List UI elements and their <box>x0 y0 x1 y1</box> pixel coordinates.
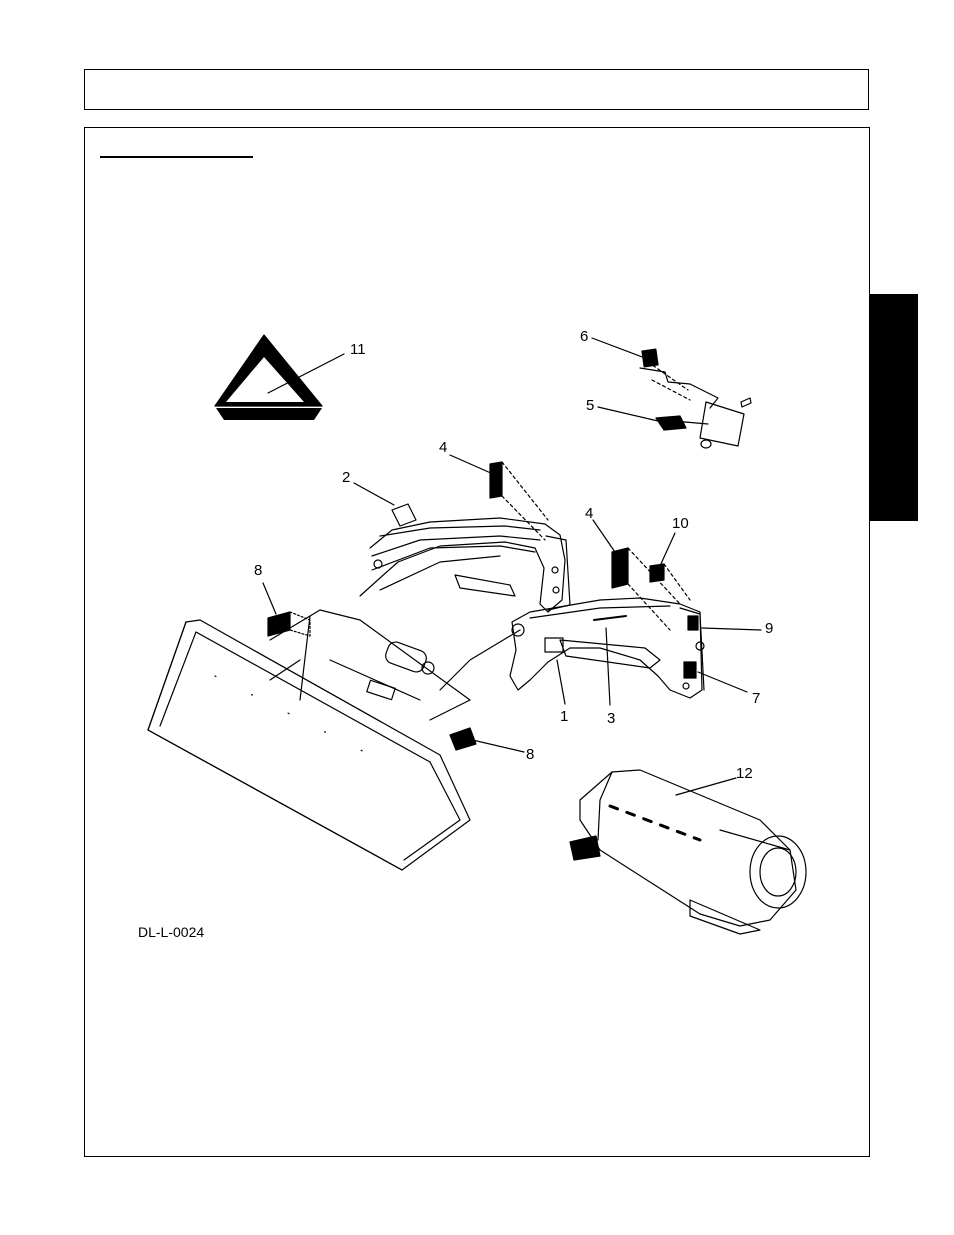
page-header-box <box>84 69 869 110</box>
leader-5 <box>598 407 658 421</box>
leader-4-right <box>593 520 617 555</box>
callout-11: 11 <box>350 342 366 357</box>
callout-8-left: 8 <box>254 563 262 578</box>
loader-bucket <box>148 620 470 870</box>
callout-4-right: 4 <box>585 506 593 521</box>
leader-6 <box>592 338 645 358</box>
leader-7 <box>698 672 747 692</box>
section-side-tab <box>869 294 918 521</box>
callout-5: 5 <box>586 398 594 413</box>
decal-location-figure: 11 6 5 4 2 4 10 8 9 7 1 3 8 12 <box>100 320 860 940</box>
figure-id: DL-L-0024 <box>138 924 204 940</box>
callout-12: 12 <box>736 766 753 781</box>
leader-8-left <box>263 583 276 614</box>
decal-5-icon <box>656 416 686 430</box>
decal-7-icon <box>684 662 696 678</box>
manual-canister-icon <box>570 770 806 934</box>
mount-bracket-icon <box>640 362 751 448</box>
callout-3: 3 <box>607 711 615 726</box>
leader-1 <box>557 660 565 704</box>
callout-4-left: 4 <box>439 440 447 455</box>
callout-10: 10 <box>672 516 689 531</box>
callout-1: 1 <box>560 709 568 724</box>
leader-4-left <box>450 455 493 474</box>
decal-8-right-icon <box>450 728 476 750</box>
smv-emblem-icon <box>215 335 322 420</box>
callout-9: 9 <box>765 621 773 636</box>
leader-10 <box>660 533 675 566</box>
decal-2-icon <box>392 504 416 526</box>
callout-6: 6 <box>580 329 588 344</box>
leader-3 <box>606 628 610 705</box>
leader-9 <box>702 628 761 630</box>
loader-left-arm <box>360 518 570 612</box>
leader-12 <box>676 778 736 795</box>
loader-frame <box>270 610 520 720</box>
decal-8-left-icon <box>268 612 290 636</box>
callout-8-right: 8 <box>526 747 534 762</box>
decal-10-icon <box>650 564 664 582</box>
callout-2: 2 <box>342 470 350 485</box>
decal-4-left-icon <box>490 462 502 498</box>
logo-decal-3-icon <box>594 616 626 620</box>
loader-line-drawing <box>100 320 860 940</box>
leader-2 <box>354 483 394 505</box>
decal-4-right-icon <box>612 548 628 588</box>
decal-9-icon <box>688 616 698 630</box>
section-title-underline <box>100 156 253 158</box>
callout-7: 7 <box>752 691 760 706</box>
